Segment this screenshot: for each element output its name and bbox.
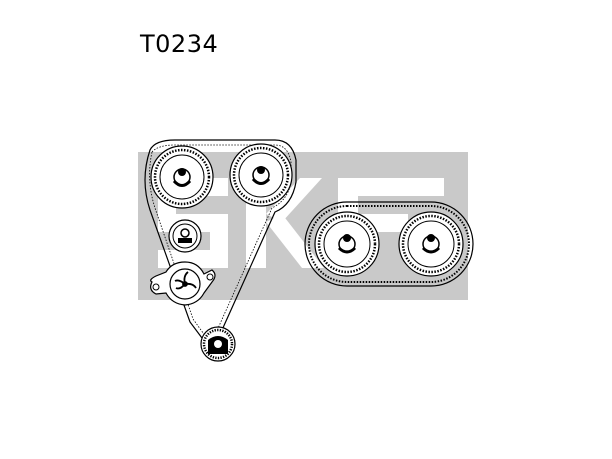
water-pump-icon bbox=[174, 271, 197, 290]
second-belt-right-pulley bbox=[398, 211, 464, 277]
crankshaft-icon bbox=[208, 336, 228, 354]
pulley-icon bbox=[337, 234, 357, 254]
main-timing-belt bbox=[144, 139, 297, 343]
water-pump bbox=[150, 261, 216, 306]
second-belt-left-pulley bbox=[314, 211, 380, 277]
pulley-icon bbox=[251, 166, 271, 185]
part-code: T0234 bbox=[140, 30, 219, 58]
right-camshaft-pulley bbox=[229, 143, 293, 207]
pulley-icon bbox=[421, 234, 441, 254]
left-camshaft-pulley bbox=[150, 145, 214, 209]
second-timing-belt bbox=[304, 201, 474, 287]
crankshaft-sprocket bbox=[200, 326, 236, 362]
pulley-icon bbox=[172, 168, 192, 187]
tensioner bbox=[168, 219, 202, 253]
tensioner-icon bbox=[178, 228, 192, 243]
